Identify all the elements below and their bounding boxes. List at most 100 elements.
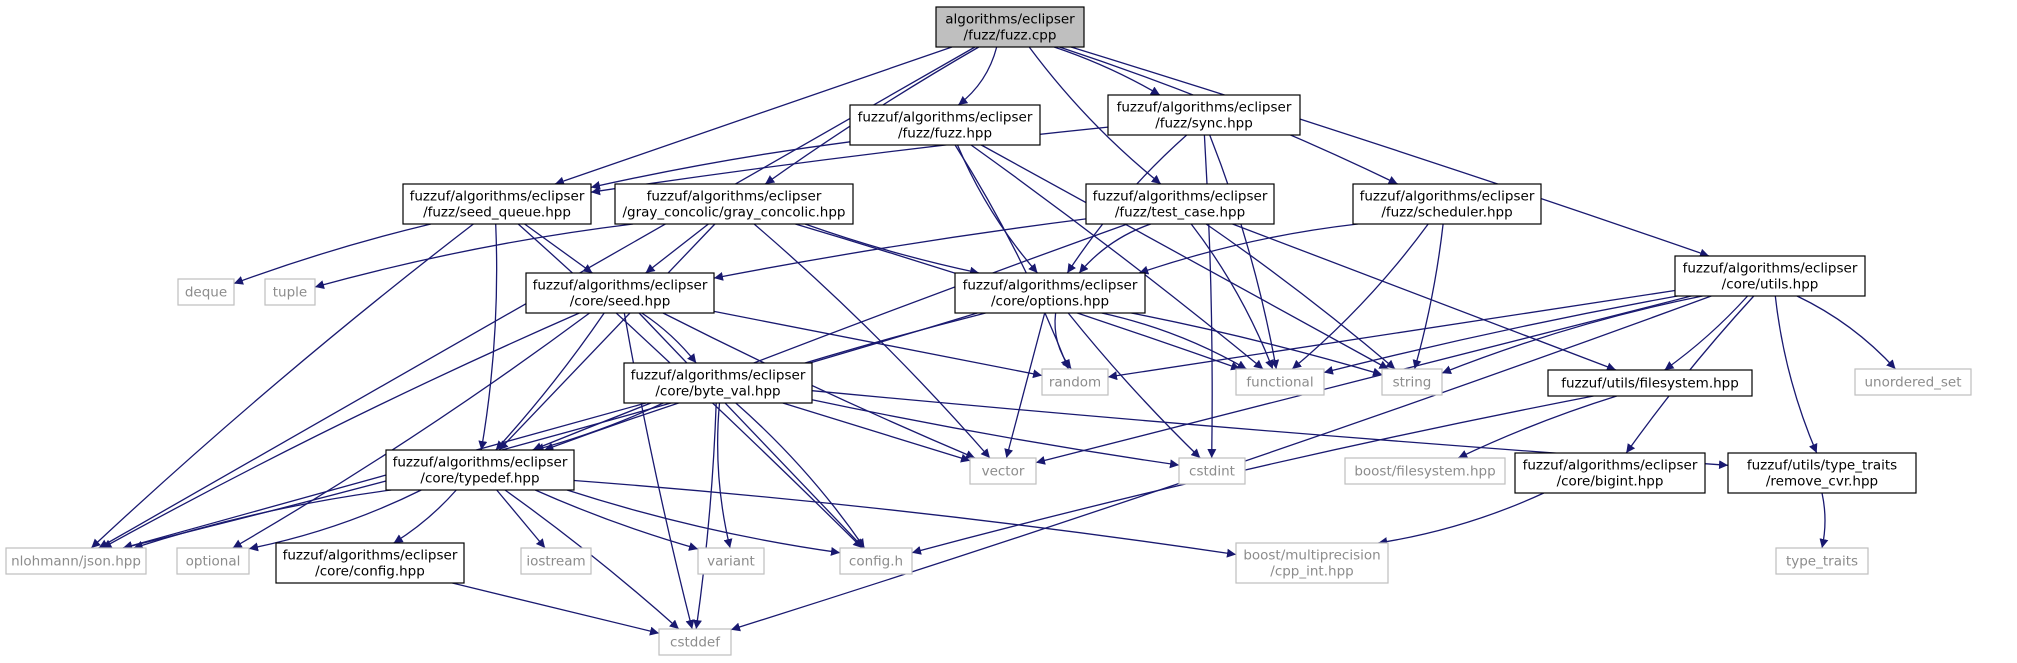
node-label-line: /fuzz/scheduler.hpp bbox=[1381, 205, 1512, 221]
node-box bbox=[1178, 457, 1246, 485]
edge-fuzz_hpp-to-functional bbox=[970, 144, 1264, 370]
node-label-line: fuzzuf/algorithms/eclipser bbox=[1360, 189, 1535, 205]
node-box bbox=[1727, 452, 1917, 494]
edge-options_hpp-to-random bbox=[1054, 312, 1072, 370]
node-label-line: iostream bbox=[526, 554, 585, 570]
node-label-line: string bbox=[1393, 375, 1432, 391]
node-label-line: /core/byte_val.hpp bbox=[655, 384, 780, 400]
node-variant: variant bbox=[697, 547, 765, 575]
node-deque: deque bbox=[177, 278, 235, 306]
edge-typedef_hpp-to-boost_mp bbox=[573, 479, 1237, 558]
node-label-line: fuzzuf/algorithms/eclipser bbox=[1093, 189, 1268, 205]
node-box bbox=[614, 183, 854, 225]
node-seed-queue[interactable]: fuzzuf/algorithms/eclipser/fuzz/seed_que… bbox=[402, 183, 592, 225]
node-options-hpp[interactable]: fuzzuf/algorithms/eclipser/core/options.… bbox=[954, 272, 1146, 314]
edge-seed_hpp-to-config_h bbox=[638, 312, 865, 549]
node-utils-hpp[interactable]: fuzzuf/algorithms/eclipser/core/utils.hp… bbox=[1674, 255, 1866, 297]
node-box bbox=[935, 6, 1085, 48]
edge-typedef_hpp-to-cstddef bbox=[504, 489, 680, 630]
edge-options_hpp-to-functional bbox=[1101, 312, 1247, 370]
node-seed-hpp[interactable]: fuzzuf/algorithms/eclipser/core/seed.hpp bbox=[525, 272, 715, 314]
node-test-case[interactable]: fuzzuf/algorithms/eclipser/fuzz/test_cas… bbox=[1085, 183, 1275, 225]
node-cstddef: cstddef bbox=[658, 628, 732, 656]
edge-fuzz_hpp-to-seed_queue bbox=[590, 141, 851, 190]
edge-typedef_hpp-to-iostream bbox=[496, 489, 546, 549]
node-label-line: algorithms/eclipser bbox=[945, 12, 1075, 28]
node-label-line: /fuzz/sync.hpp bbox=[1155, 116, 1253, 132]
node-byte-val[interactable]: fuzzuf/algorithms/eclipser/core/byte_val… bbox=[623, 362, 813, 404]
node-label-line: fuzzuf/algorithms/eclipser bbox=[1523, 458, 1698, 474]
node-box bbox=[1854, 368, 1972, 396]
edge-options_hpp-to-vector bbox=[1004, 312, 1046, 459]
node-typedef-hpp[interactable]: fuzzuf/algorithms/eclipser/core/typedef.… bbox=[385, 449, 575, 491]
node-label-line: /core/typedef.hpp bbox=[420, 471, 539, 487]
edge-config_hpp-to-cstddef bbox=[452, 582, 660, 636]
edge-seed_hpp-to-nlohmann bbox=[102, 312, 580, 549]
node-box bbox=[1352, 183, 1542, 225]
node-remove-cvr[interactable]: fuzzuf/utils/type_traits/remove_cvr.hpp bbox=[1727, 452, 1917, 494]
node-label-line: fuzzuf/algorithms/eclipser bbox=[410, 189, 585, 205]
node-label-line: /fuzz/fuzz.hpp bbox=[898, 126, 992, 142]
edge-byte_val-to-cstddef bbox=[693, 402, 717, 630]
node-string: string bbox=[1381, 368, 1443, 396]
node-box bbox=[1381, 368, 1443, 396]
node-label-line: /fuzz/test_case.hpp bbox=[1115, 205, 1245, 221]
node-label-line: tuple bbox=[273, 285, 307, 301]
edge-byte_val-to-variant bbox=[716, 402, 733, 549]
node-gray-concolic[interactable]: fuzzuf/algorithms/eclipser/gray_concolic… bbox=[614, 183, 854, 225]
node-label-line: unordered_set bbox=[1864, 375, 1961, 391]
node-label-line: type_traits bbox=[1786, 554, 1858, 570]
node-box bbox=[402, 183, 592, 225]
node-scheduler[interactable]: fuzzuf/algorithms/eclipser/fuzz/schedule… bbox=[1352, 183, 1542, 225]
node-sync-hpp[interactable]: fuzzuf/algorithms/eclipser/fuzz/sync.hpp bbox=[1107, 94, 1301, 136]
node-label-line: /remove_cvr.hpp bbox=[1766, 474, 1878, 490]
node-label-line: vector bbox=[982, 464, 1025, 480]
node-bigint-hpp[interactable]: fuzzuf/algorithms/eclipser/core/bigint.h… bbox=[1514, 452, 1706, 494]
edge-typedef_hpp-to-nlohmann bbox=[133, 489, 392, 550]
node-label-line: /fuzz/seed_queue.hpp bbox=[423, 205, 571, 221]
edge-sync_hpp-to-cstdint bbox=[1203, 134, 1217, 459]
node-unordered-set: unordered_set bbox=[1854, 368, 1972, 396]
node-box bbox=[525, 272, 715, 314]
node-label-line: boost/filesystem.hpp bbox=[1354, 464, 1495, 480]
node-box bbox=[177, 278, 235, 306]
edge-gray_concolic-to-vector bbox=[753, 223, 991, 459]
edge-fuzz_hpp-to-string bbox=[980, 144, 1389, 370]
node-label-line: fuzzuf/utils/filesystem.hpp bbox=[1561, 376, 1739, 392]
edge-gray_concolic-to-options_hpp bbox=[804, 223, 980, 276]
node-filesystem-hpp[interactable]: fuzzuf/utils/filesystem.hpp bbox=[1547, 369, 1753, 397]
edge-typedef_hpp-to-optional bbox=[248, 489, 422, 552]
node-label-line: fuzzuf/algorithms/eclipser bbox=[393, 455, 568, 471]
node-box bbox=[1235, 542, 1389, 584]
node-label-line: nlohmann/json.hpp bbox=[11, 554, 141, 570]
node-box bbox=[264, 278, 316, 306]
node-fuzz-hpp[interactable]: fuzzuf/algorithms/eclipser/fuzz/fuzz.hpp bbox=[849, 104, 1041, 146]
edge-scheduler-to-functional bbox=[1291, 223, 1429, 370]
edge-seed_hpp-to-typedef_hpp bbox=[495, 312, 605, 451]
edge-seed_queue-to-nlohmann bbox=[90, 223, 474, 549]
node-label-line: /core/seed.hpp bbox=[570, 294, 671, 310]
node-box bbox=[1235, 368, 1325, 396]
node-label-line: /core/options.hpp bbox=[991, 294, 1109, 310]
edge-test_case-to-string bbox=[1205, 223, 1396, 370]
node-label-line: fuzzuf/algorithms/eclipser bbox=[1683, 261, 1858, 277]
edge-fuzz_cpp-to-seed_queue bbox=[554, 46, 953, 186]
node-config-hpp[interactable]: fuzzuf/algorithms/eclipser/core/config.h… bbox=[275, 542, 465, 584]
node-label-line: config.h bbox=[849, 554, 903, 570]
node-optional: optional bbox=[176, 547, 250, 575]
node-box bbox=[1107, 94, 1301, 136]
node-label-line: fuzzuf/algorithms/eclipser bbox=[631, 368, 806, 384]
node-cstdint: cstdint bbox=[1178, 457, 1246, 485]
edge-fuzz_cpp-to-fuzz_hpp bbox=[957, 46, 998, 106]
node-box bbox=[954, 272, 1146, 314]
edge-utils_hpp-to-string bbox=[1441, 295, 1703, 374]
node-label-line: /gray_concolic/gray_concolic.hpp bbox=[622, 205, 845, 221]
node-label-line: fuzzuf/utils/type_traits bbox=[1747, 458, 1897, 474]
node-box bbox=[1674, 255, 1866, 297]
node-fuzz-cpp[interactable]: algorithms/eclipser/fuzz/fuzz.cpp bbox=[935, 6, 1085, 48]
node-label-line: /core/bigint.hpp bbox=[1557, 474, 1664, 490]
node-box bbox=[697, 547, 765, 575]
node-box bbox=[1547, 369, 1753, 397]
node-type-traits: type_traits bbox=[1775, 547, 1869, 575]
edge-gray_concolic-to-seed_hpp bbox=[645, 223, 709, 274]
